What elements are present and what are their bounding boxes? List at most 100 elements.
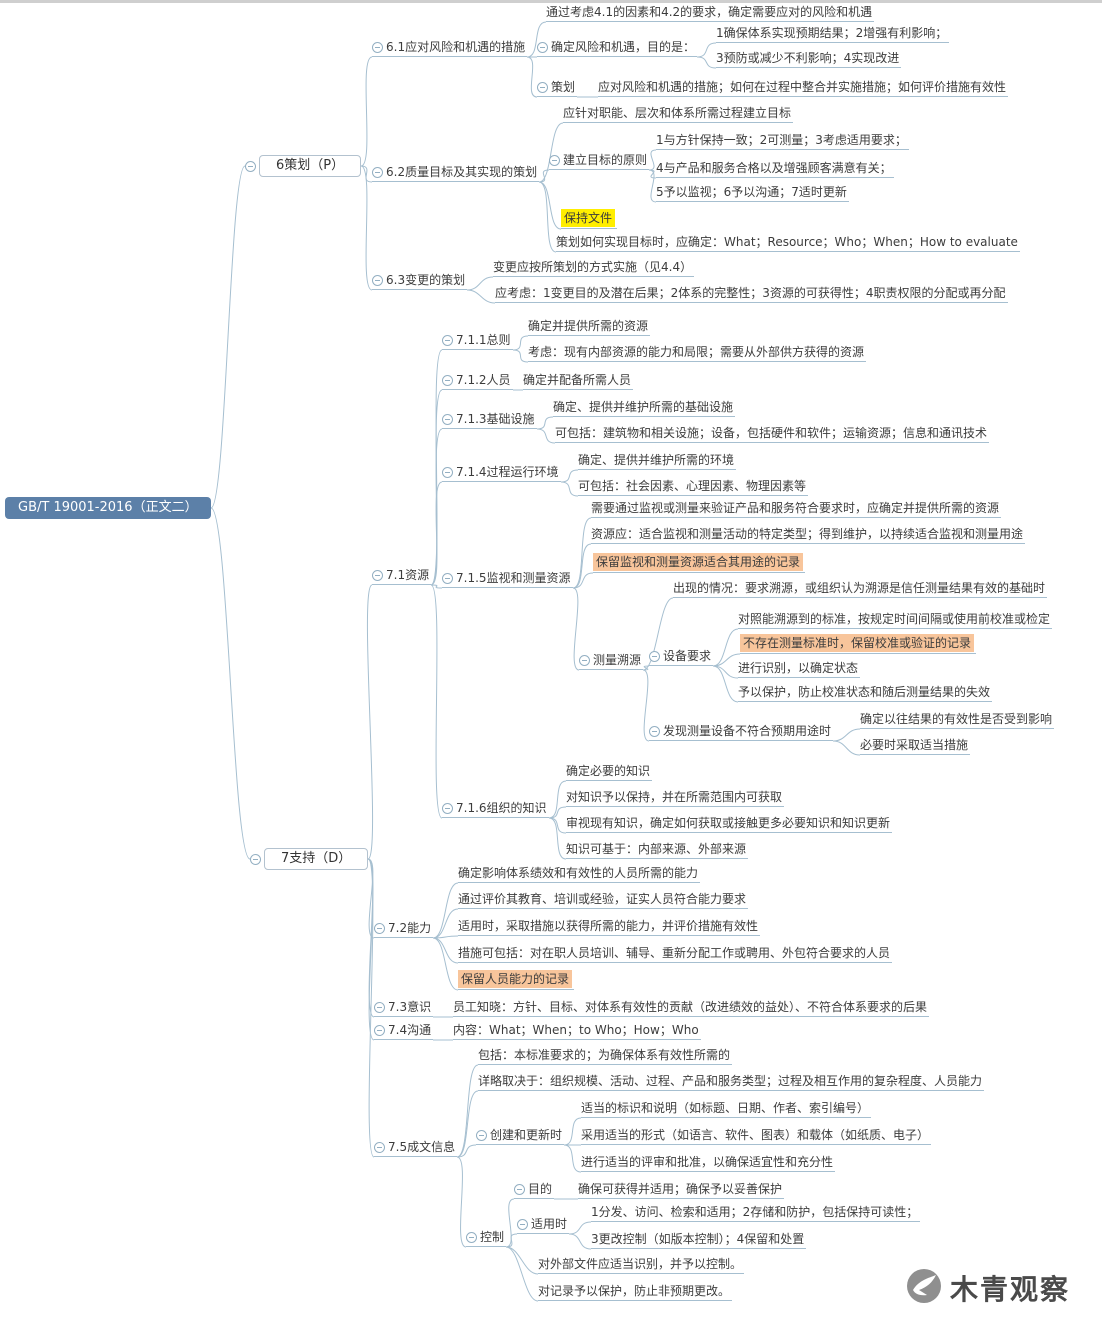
collapse-minus-icon[interactable] [372, 569, 383, 581]
topic-n7153[interactable]: 发现测量设备不符合预期用途时 [649, 723, 834, 741]
collapse-minus-icon[interactable] [537, 41, 548, 53]
collapse-minus-icon[interactable] [442, 334, 453, 346]
collapse-minus-icon[interactable] [579, 654, 590, 666]
collapse-minus-icon[interactable] [442, 413, 453, 425]
topic-n751b[interactable]: 采用适当的形式（如语言、软件、图表）和载体（如纸质、电子） [581, 1127, 932, 1145]
topic-n611a[interactable]: 通过考虑4.1的因素和4.2的要求，确定需要应对的风险和机遇 [546, 4, 875, 22]
collapse-minus-icon[interactable] [374, 1141, 385, 1153]
topic-n611b1[interactable]: 1确保体系实现预期结果；2增强有利影响； [716, 25, 950, 43]
topic-n7521[interactable]: 目的 [514, 1181, 555, 1199]
topic-n716[interactable]: 7.1.6组织的知识 [442, 800, 549, 818]
collapse-minus-icon[interactable] [442, 374, 453, 386]
topic-n715[interactable]: 7.1.5监视和测量资源 [442, 570, 573, 588]
collapse-minus-icon[interactable] [649, 725, 660, 737]
topic-n711b[interactable]: 考虑：现有内部资源的能力和局限；需要从外部供方获得的资源 [528, 344, 867, 362]
topic-n621[interactable]: 建立目标的原则 [549, 152, 650, 170]
topic-n7522b[interactable]: 3更改控制（如版本控制）；4保留和处置 [591, 1231, 807, 1249]
topic-n716a[interactable]: 确定必要的知识 [566, 763, 653, 781]
topic-n6[interactable]: 6策划（P） [245, 155, 362, 177]
topic-n612[interactable]: 策划 [537, 79, 578, 97]
topic-n621a[interactable]: 1与方针保持一致；2可测量；3考虑适用要求； [656, 132, 909, 150]
topic-n716d[interactable]: 知识可基于：内部来源、外部来源 [566, 841, 749, 859]
topic-n74[interactable]: 7.4沟通 [374, 1022, 434, 1040]
topic-n715b[interactable]: 资源应：适合监视和测量活动的特定类型；得到维护，以持续适合监视和测量用途 [591, 526, 1026, 544]
topic-n7[interactable]: 7支持（D） [250, 848, 369, 870]
topic-n75a[interactable]: 包括：本标准要求的；为确保体系有效性所需的 [478, 1047, 733, 1065]
topic-n752a[interactable]: 对外部文件应适当识别，并予以控制。 [538, 1256, 745, 1274]
topic-n7522a[interactable]: 1分发、访问、检索和适用；2存储和防护，包括保持可读性； [591, 1204, 921, 1222]
topic-n714a[interactable]: 确定、提供并维护所需的环境 [578, 452, 737, 470]
topic-n72e[interactable]: 保留人员能力的记录 [458, 970, 575, 990]
topic-n7521a[interactable]: 确保可获得并适用；确保予以妥善保护 [578, 1181, 785, 1199]
topic-n72c[interactable]: 适用时，采取措施以获得所需的能力，并评价措施有效性 [458, 918, 761, 936]
collapse-minus-icon[interactable] [549, 154, 560, 166]
topic-n7152[interactable]: 设备要求 [649, 648, 714, 666]
topic-n712[interactable]: 7.1.2人员 [442, 372, 513, 390]
topic-n751a[interactable]: 适当的标识和说明（如标题、日期、作者、索引编号） [581, 1100, 872, 1118]
topic-n72a[interactable]: 确定影响体系绩效和有效性的人员所需的能力 [458, 865, 701, 883]
topic-n713b[interactable]: 可包括：建筑物和相关设施；设备，包括硬件和软件；运输资源；信息和通讯技术 [555, 425, 990, 443]
topic-n621c[interactable]: 5予以监视；6予以沟通；7适时更新 [656, 184, 849, 202]
collapse-minus-icon[interactable] [372, 166, 383, 178]
collapse-minus-icon[interactable] [514, 1183, 525, 1195]
topic-n716b[interactable]: 对知识予以保持，并在所需范围内可获取 [566, 789, 785, 807]
topic-n7152a[interactable]: 对照能溯源到的标准，按规定时间间隔或使用前校准或检定 [738, 611, 1053, 629]
collapse-minus-icon[interactable] [442, 802, 453, 814]
collapse-minus-icon[interactable] [442, 572, 453, 584]
topic-n716c[interactable]: 审视现有知识，确定如何获取或接触更多必要知识和知识更新 [566, 815, 893, 833]
topic-n7152c[interactable]: 进行识别，以确定状态 [738, 660, 861, 678]
topic-n622[interactable]: 保持文件 [561, 209, 618, 229]
topic-n7522[interactable]: 适用时 [517, 1216, 570, 1234]
topic-n62[interactable]: 6.2质量目标及其实现的策划 [372, 164, 540, 182]
collapse-minus-icon[interactable] [374, 922, 385, 934]
topic-n752b[interactable]: 对记录予以保护，防止非预期更改。 [538, 1283, 733, 1301]
topic-n7151[interactable]: 测量溯源 [579, 652, 644, 670]
collapse-minus-icon[interactable] [250, 853, 261, 865]
topic-n72b[interactable]: 通过评价其教育、培训或经验，证实人员符合能力要求 [458, 891, 749, 909]
topic-n751[interactable]: 创建和更新时 [476, 1127, 565, 1145]
topic-n711[interactable]: 7.1.1总则 [442, 332, 513, 350]
topic-n611[interactable]: 确定风险和机遇，目的是： [537, 39, 698, 57]
topic-n61[interactable]: 6.1应对风险和机遇的措施 [372, 39, 528, 57]
topic-n75[interactable]: 7.5成文信息 [374, 1139, 458, 1157]
topic-n63a[interactable]: 变更应按所策划的方式实施（见4.4） [493, 259, 695, 277]
topic-n715a[interactable]: 需要通过监视或测量来验证产品和服务符合要求时，应确定并提供所需的资源 [591, 500, 1002, 518]
topic-n713[interactable]: 7.1.3基础设施 [442, 411, 537, 429]
topic-n611b2[interactable]: 3预防或减少不利影响；4实现改进 [716, 50, 902, 68]
topic-n7152b[interactable]: 不存在测量标准时，保留校准或验证的记录 [740, 634, 977, 654]
topic-n7153b[interactable]: 必要时采取适当措施 [860, 737, 971, 755]
topic-n63[interactable]: 6.3变更的策划 [372, 272, 468, 290]
collapse-minus-icon[interactable] [476, 1129, 487, 1141]
topic-n74a[interactable]: 内容：What；When；to Who；How；Who [453, 1022, 701, 1040]
collapse-minus-icon[interactable] [466, 1231, 477, 1243]
topic-n715c[interactable]: 保留监视和测量资源适合其用途的记录 [593, 553, 806, 573]
topic-n713a[interactable]: 确定、提供并维护所需的基础设施 [553, 399, 736, 417]
collapse-minus-icon[interactable] [374, 1024, 385, 1036]
topic-n752[interactable]: 控制 [466, 1229, 507, 1247]
topic-n712a[interactable]: 确定并配备所需人员 [523, 372, 634, 390]
topic-n72[interactable]: 7.2能力 [374, 920, 434, 938]
topic-n73a[interactable]: 员工知晓：方针、目标、对体系有效性的贡献（改进绩效的益处）、不符合体系要求的后果 [453, 999, 930, 1017]
topic-n62a[interactable]: 应针对职能、层次和体系所需过程建立目标 [563, 105, 794, 123]
topic-n73[interactable]: 7.3意识 [374, 999, 434, 1017]
collapse-minus-icon[interactable] [537, 81, 548, 93]
topic-n621b[interactable]: 4与产品和服务合格以及增强顾客满意有关； [656, 160, 894, 178]
topic-n751c[interactable]: 进行适当的评审和批准，以确保适宜性和充分性 [581, 1154, 836, 1172]
topic-n72d[interactable]: 措施可包括：对在职人员培训、辅导、重新分配工作或聘用、外包符合要求的人员 [458, 945, 893, 963]
topic-n75b[interactable]: 详略取决于：组织规模、活动、过程、产品和服务类型；过程及相互作用的复杂程度、人员… [478, 1073, 985, 1091]
topic-n612a[interactable]: 应对风险和机遇的措施；如何在过程中整合并实施措施；如何评价措施有效性 [598, 79, 1009, 97]
topic-n714b[interactable]: 可包括：社会因素、心理因素、物理因素等 [578, 478, 809, 496]
topic-n7153a[interactable]: 确定以往结果的有效性是否受到影响 [860, 711, 1055, 729]
topic-n63b[interactable]: 应考虑：1变更目的及潜在后果；2体系的完整性；3资源的可获得性；4职责权限的分配… [495, 285, 1008, 303]
topic-n71[interactable]: 7.1资源 [372, 567, 432, 585]
collapse-minus-icon[interactable] [649, 650, 660, 662]
topic-n711a[interactable]: 确定并提供所需的资源 [528, 318, 651, 336]
collapse-minus-icon[interactable] [442, 466, 453, 478]
collapse-minus-icon[interactable] [372, 41, 383, 53]
collapse-minus-icon[interactable] [374, 1001, 385, 1013]
topic-root[interactable]: GB/T 19001-2016（正文二） [5, 497, 211, 519]
collapse-minus-icon[interactable] [245, 160, 256, 172]
topic-n623[interactable]: 策划如何实现目标时，应确定：What；Resource；Who；When；How… [556, 234, 1020, 252]
topic-n7152d[interactable]: 予以保护，防止校准状态和随后测量结果的失效 [738, 684, 993, 702]
topic-n7151a[interactable]: 出现的情况：要求溯源，或组织认为溯源是信任测量结果有效的基础时 [673, 580, 1048, 598]
